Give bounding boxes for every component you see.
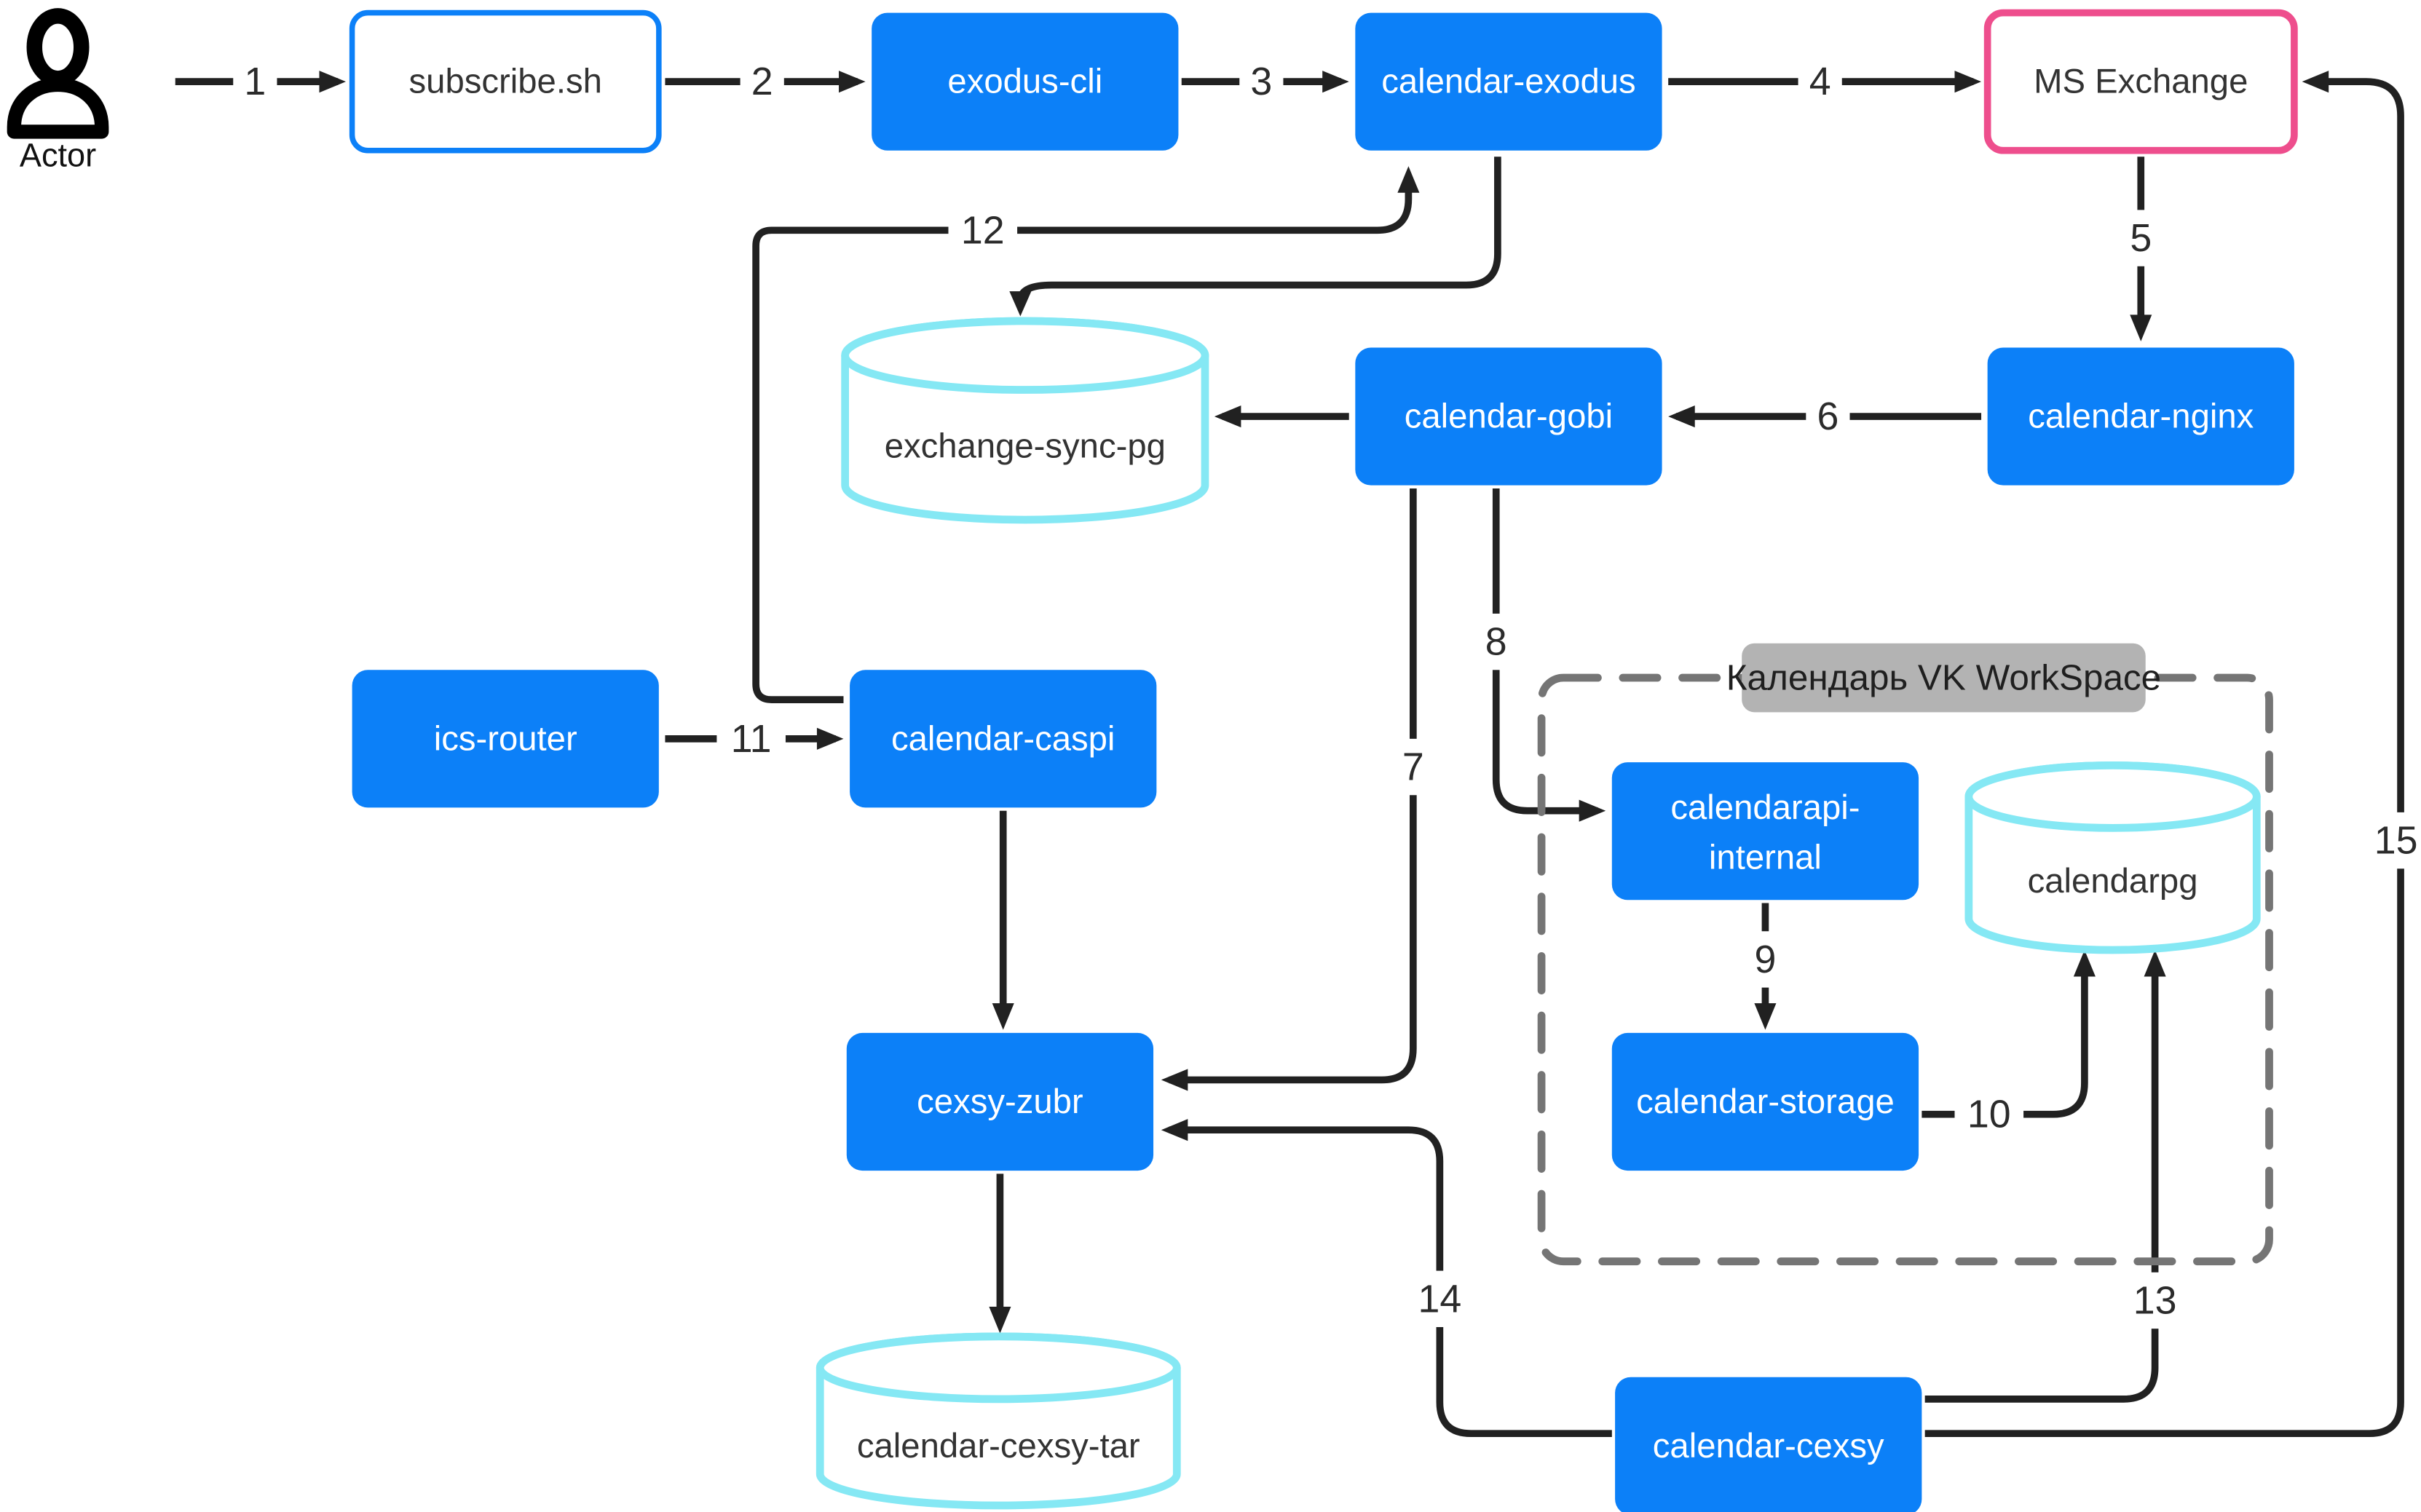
edge-label-12: 12 — [961, 208, 1005, 252]
edge-label-4: 4 — [1809, 60, 1831, 103]
arrowhead-icon — [1579, 799, 1606, 822]
actor-label: Actor — [20, 137, 96, 174]
arrowhead-icon — [319, 71, 346, 93]
node-label: ics-router — [434, 719, 577, 758]
arrowhead-icon — [1668, 405, 1695, 428]
edge-label-13: 13 — [2133, 1278, 2177, 1322]
node-calendar-caspi: calendar-caspi — [850, 670, 1157, 808]
node-calendar-gobi: calendar-gobi — [1355, 347, 1662, 486]
node-label: exchange-sync-pg — [885, 427, 1166, 465]
arrowhead-icon — [1322, 71, 1349, 93]
group-title: Календарь VK WorkSpace — [1726, 658, 2161, 698]
arrowhead-icon — [1161, 1069, 1188, 1091]
actor-head-icon — [26, 8, 90, 87]
arrowhead-icon — [816, 727, 844, 750]
node-ms-exchange: MS Exchange — [1983, 9, 2298, 154]
actor: Actor — [7, 8, 109, 174]
edge-caspi-to-zubr — [992, 810, 1014, 1030]
group-title-chip: Календарь VK WorkSpace — [1726, 643, 2161, 713]
edge-label-8: 8 — [1485, 620, 1507, 664]
node-ics-router: ics-router — [352, 670, 659, 808]
node-label: calendarpg — [2028, 862, 2198, 901]
edge-label-1: 1 — [244, 60, 266, 103]
node-label: calendar-exodus — [1381, 63, 1635, 101]
edge-label-14: 14 — [1418, 1277, 1461, 1321]
node-label-line2: internal — [1709, 839, 1822, 877]
edge-label-6: 6 — [1817, 395, 1839, 438]
arrowhead-icon — [1954, 71, 1982, 93]
edge-8-gobi-to-calendarapi — [1492, 488, 1606, 822]
node-label: MS Exchange — [2034, 63, 2248, 101]
edge-12-caspi-to-exodus — [752, 166, 1420, 703]
node-label: subscribe.sh — [409, 63, 602, 101]
edge-label-7: 7 — [1402, 745, 1424, 789]
node-label: calendar-caspi — [891, 719, 1115, 758]
node-label: cexsy-zubr — [917, 1082, 1083, 1121]
arrowhead-icon — [2302, 71, 2329, 93]
arrowhead-icon — [1397, 166, 1420, 193]
edge-15-cexsy-to-exchange — [1924, 71, 2404, 1437]
edge-label-15: 15 — [2374, 819, 2418, 863]
arrowhead-icon — [1754, 1003, 1777, 1030]
node-label: calendar-nginx — [2028, 397, 2254, 436]
node-label: calendar-storage — [1636, 1082, 1895, 1121]
node-calendarpg: calendarpg — [1964, 761, 2261, 954]
edge-label-10: 10 — [1967, 1093, 2011, 1136]
arrowhead-icon — [1214, 405, 1241, 428]
group-vk-workspace — [1537, 673, 2273, 1266]
edge-labels: 1 2 3 4 5 6 7 8 9 10 11 12 13 14 15 — [233, 53, 2421, 1329]
node-cexsy-zubr: cexsy-zubr — [846, 1032, 1154, 1171]
node-label: exodus-cli — [947, 63, 1102, 101]
edge-13-cexsy-to-calendarpg — [1924, 950, 2166, 1403]
edge-gobi-to-syncpg — [1214, 405, 1349, 428]
arrowhead-icon — [2130, 314, 2152, 341]
edge-7-gobi-to-zubr — [1161, 488, 1417, 1091]
edge-label-2: 2 — [751, 60, 773, 103]
node-calendar-cexsy-tar: calendar-cexsy-tar — [815, 1332, 1181, 1510]
node-label: calendar-gobi — [1405, 397, 1613, 436]
database-cylinder-top-icon — [815, 1332, 1181, 1404]
edge-label-11: 11 — [731, 717, 772, 761]
edge-exodus-to-syncpg — [1009, 157, 1501, 317]
node-calendar-cexsy: calendar-cexsy — [1615, 1377, 1922, 1512]
node-calendar-storage: calendar-storage — [1611, 1032, 1919, 1171]
arrowhead-icon — [839, 71, 866, 93]
group-dashed-border — [1537, 673, 2273, 1266]
database-cylinder-top-icon — [841, 317, 1209, 394]
node-exchange-sync-pg: exchange-sync-pg — [841, 317, 1209, 524]
edge-zubr-to-tar — [989, 1173, 1011, 1334]
arrowhead-icon — [2073, 950, 2096, 977]
node-label: calendar-cexsy — [1653, 1427, 1884, 1465]
arrowhead-icon — [2144, 950, 2166, 977]
node-label-line1: calendarapi- — [1670, 788, 1860, 827]
node-label: calendar-cexsy-tar — [857, 1427, 1140, 1465]
node-calendar-nginx: calendar-nginx — [1987, 347, 2294, 486]
edge-label-3: 3 — [1250, 60, 1272, 103]
node-subscribe-sh: subscribe.sh — [349, 9, 662, 154]
edge-10-storage-to-calendarpg — [1922, 950, 2096, 1118]
database-cylinder-top-icon — [1964, 761, 2261, 832]
arrowhead-icon — [989, 1307, 1011, 1334]
actor-body-icon — [7, 77, 109, 139]
arrowhead-icon — [992, 1003, 1014, 1030]
arrowhead-icon — [1009, 291, 1032, 317]
node-calendarapi-internal: calendarapi- internal — [1611, 762, 1919, 901]
node-exodus-cli: exodus-cli — [872, 12, 1179, 151]
arrowhead-icon — [1161, 1119, 1188, 1141]
edge-label-9: 9 — [1754, 938, 1776, 981]
edge-label-5: 5 — [2130, 216, 2152, 260]
node-calendar-exodus: calendar-exodus — [1355, 12, 1662, 151]
